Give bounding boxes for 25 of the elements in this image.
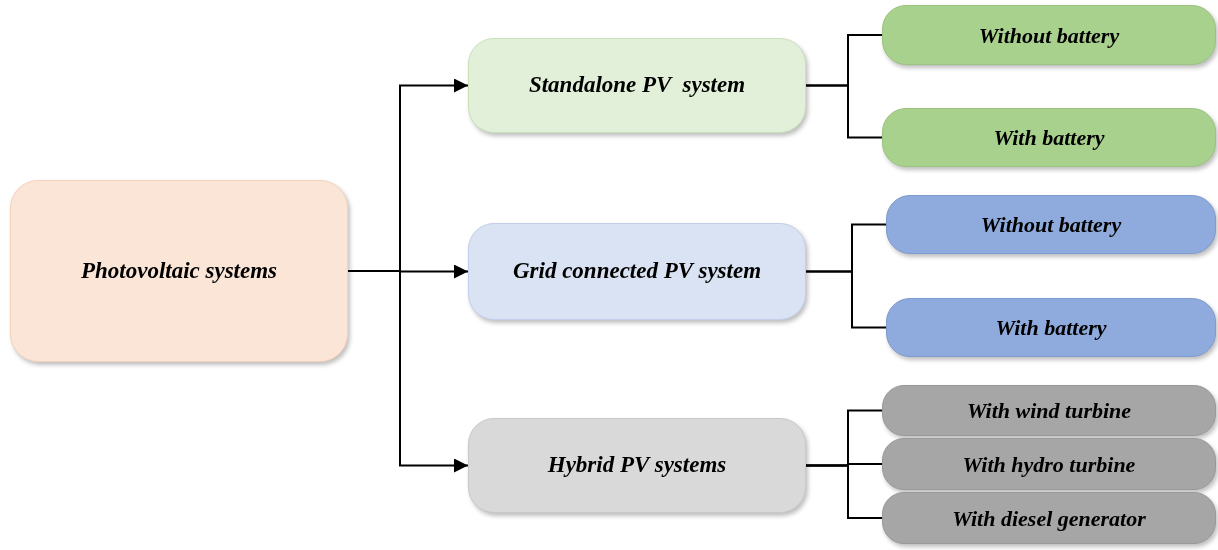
category-box <box>468 38 806 133</box>
connector <box>805 84 883 139</box>
node-label: With battery <box>995 314 1107 342</box>
option-box <box>882 108 1216 167</box>
option-box <box>882 5 1216 65</box>
connector <box>805 270 887 329</box>
node-label: Grid connected PV system <box>512 257 762 286</box>
option-box <box>886 195 1216 254</box>
node-label: Photovoltaic systems <box>80 256 278 285</box>
category-box <box>468 223 806 320</box>
node-label: Hybrid PV systems <box>547 451 727 480</box>
category-box <box>10 180 348 362</box>
node-label: With battery <box>993 124 1105 152</box>
node-label: Without battery <box>978 21 1120 50</box>
node-label: With wind turbine <box>966 397 1132 425</box>
node-label: With diesel generator <box>952 504 1146 533</box>
option-box <box>882 385 1216 436</box>
option-box <box>882 492 1216 544</box>
category-box <box>468 418 806 513</box>
node-label: Without battery <box>980 211 1122 239</box>
node-label: With hydro turbine <box>962 450 1136 479</box>
connector <box>805 464 883 519</box>
option-box <box>886 298 1216 357</box>
node-label: Standalone PV system <box>528 71 746 100</box>
option-box <box>882 438 1216 490</box>
